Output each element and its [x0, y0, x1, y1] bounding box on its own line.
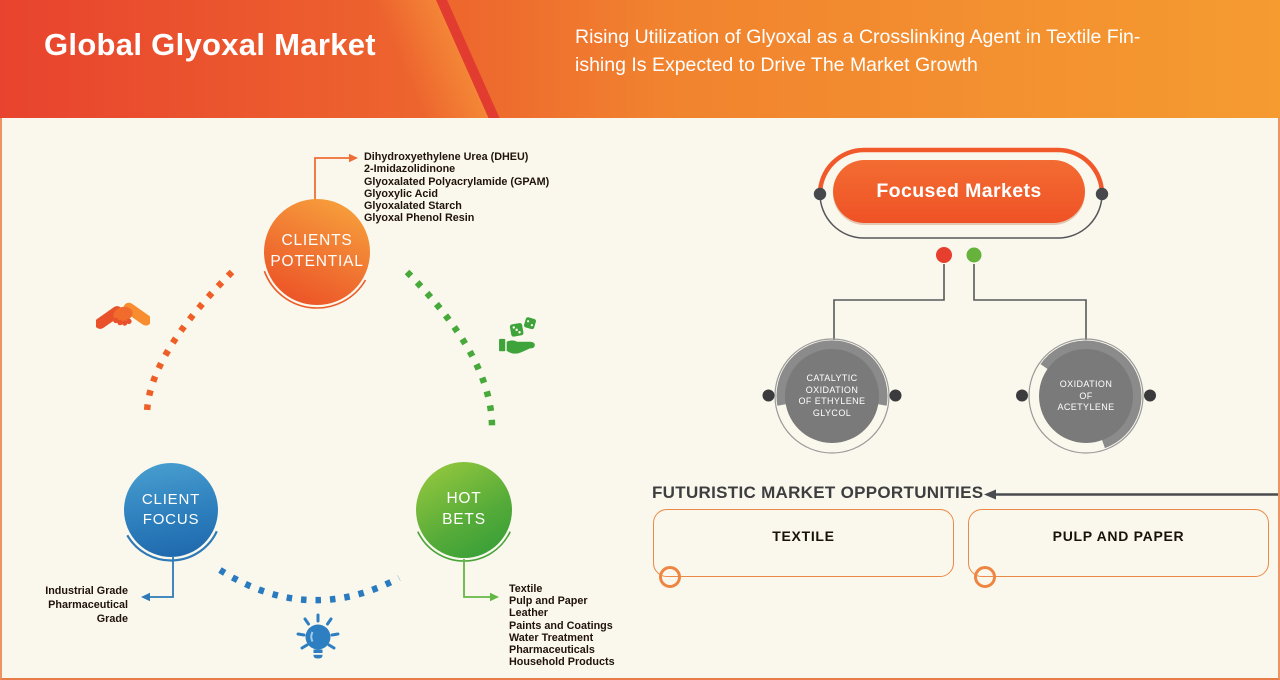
red-branch-dot [936, 247, 952, 263]
hot-bets-label-2: BETS [442, 511, 486, 528]
header-subtitle: Rising Utilization of Glyoxal as a Cross… [575, 23, 1255, 79]
list-item: Water Treatment [509, 631, 594, 644]
dice-in-hand-icon [499, 317, 536, 354]
opportunity-box-label: PULP AND PAPER [1052, 528, 1185, 544]
list-item: 2-Imidazolidinone [364, 163, 456, 176]
infographic-canvas: CLIENTS POTENTIAL Dihydroxyethylene Urea… [0, 118, 1280, 680]
opportunity-box-textile: TEXTILE [653, 509, 954, 577]
hot-bets-circle: HOT BETS [416, 462, 512, 558]
list-item: Pulp and Paper [509, 595, 588, 608]
lightbulb-icon [296, 613, 340, 659]
hot-bets-list: Textile Pulp and Paper Leather Paints an… [509, 583, 615, 668]
list-item: Pharmaceutical Grade [48, 598, 128, 625]
list-item: Textile [509, 583, 543, 595]
subtitle-line-1: Rising Utilization of Glyoxal as a Cross… [575, 26, 1141, 48]
list-item: Glyoxylic Acid [364, 187, 439, 200]
clients-potential-label-1: CLIENTS [281, 232, 353, 250]
orange-dotted-arc [143, 269, 235, 416]
hot-bets-connector [463, 559, 499, 602]
client-focus-circle: CLIENT FOCUS [124, 463, 218, 557]
header-highlight-wedge [369, 0, 494, 118]
list-item: Leather [509, 607, 549, 620]
subtitle-line-2: ishing Is Expected to Drive The Market G… [575, 54, 978, 76]
list-item: Glyoxalated Polyacrylamide (GPAM) [364, 175, 550, 188]
left-branch-line [833, 264, 945, 340]
opportunities-heading: FUTURISTIC MARKET OPPORTUNITIES [652, 483, 984, 502]
opportunities-arrow [984, 489, 1278, 500]
opportunity-box-pulp-and-paper: PULP AND PAPER [968, 509, 1269, 577]
clients-potential-circle: CLIENTS POTENTIAL [264, 199, 370, 305]
client-focus-label-1: CLIENT [141, 490, 201, 508]
list-item: Paints and Coatings [509, 619, 613, 632]
client-focus-label-2: FOCUS [142, 511, 200, 528]
handshake-icon [96, 302, 150, 329]
list-item: Pharmaceuticals [509, 644, 595, 657]
process-label-ethylene-glycol: CATALYTIC OXIDATION OF ETHYLENE GLYCOL [798, 373, 866, 418]
header-banner: Global Glyoxal Market Rising Utilization… [0, 0, 1280, 118]
process-label-acetylene: OXIDATION OF ACETYLENE [1057, 379, 1115, 412]
green-dotted-arc [404, 269, 496, 428]
clients-potential-label-2: POTENTIAL [270, 253, 364, 270]
focused-markets-pill: Focused Markets [833, 160, 1085, 223]
blue-dotted-arc [218, 567, 401, 604]
clients-potential-connector [314, 153, 358, 200]
client-focus-list: Industrial Grade Pharmaceutical Grade [18, 585, 128, 626]
clients-potential-list: Dihydroxyethylene Urea (DHEU) 2-Imidazol… [364, 151, 549, 225]
client-focus-connector [141, 557, 174, 602]
opportunity-box-label: TEXTILE [772, 528, 835, 544]
list-item: Household Products [509, 656, 615, 669]
list-item: Dihydroxyethylene Urea (DHEU) [364, 151, 529, 163]
list-item: Glyoxalated Starch [364, 200, 462, 213]
list-item: Industrial Grade [45, 585, 128, 597]
focused-markets-label: Focused Markets [876, 180, 1042, 202]
page-title: Global Glyoxal Market [44, 27, 376, 62]
right-branch-line [973, 264, 1087, 340]
green-branch-dot [966, 247, 982, 263]
list-item: Glyoxal Phenol Resin [364, 212, 475, 225]
hot-bets-label-1: HOT [446, 490, 482, 508]
